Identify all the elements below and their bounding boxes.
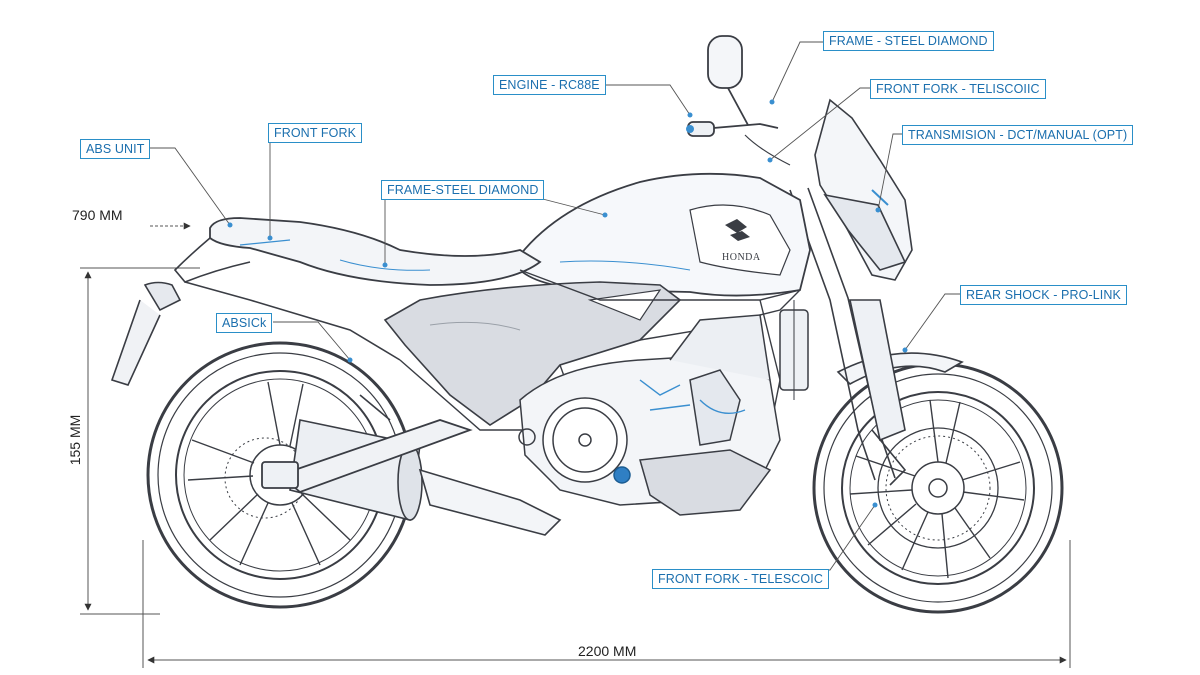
leader-lines — [145, 41, 960, 571]
callout-frame-steel-diamond-mid: FRAME-STEEL DIAMOND — [381, 180, 545, 200]
dimension-lines — [80, 222, 1071, 668]
fuel-tank — [519, 172, 811, 297]
ground-clearance-dimension: 155 MM — [67, 414, 83, 466]
engine — [518, 314, 781, 516]
seat — [209, 217, 542, 286]
tail-section — [110, 237, 401, 386]
overall-length-dimension: 2200 MM — [578, 643, 637, 659]
handlebar-mirror — [686, 35, 791, 166]
seat-height-dimension: 790 MM — [72, 207, 123, 223]
callout-abs-unit: ABS UNIT — [80, 139, 151, 159]
front-cowl — [814, 98, 913, 281]
callout-front-fork-telescoic-top: FRONT FORK - TELISCOIIC — [870, 79, 1046, 99]
rear-shock — [779, 300, 809, 400]
callout-front-fork-telescoic-bottom: FRONT FORK - TELESCOIC — [652, 569, 829, 589]
callout-engine: ENGINE - RC88E — [493, 75, 606, 95]
callout-front-fork: FRONT FORK — [268, 123, 363, 143]
callout-absick: ABSICk — [216, 313, 273, 333]
tank-badge: HONDA — [722, 252, 761, 263]
callout-transmission: TRANSMISION - DCT/MANUAL (OPT) — [902, 125, 1134, 145]
front-fork — [789, 187, 964, 486]
callout-rear-shock: REAR SHOCK - PRO-LINK — [960, 285, 1127, 305]
callout-frame-steel-diamond-top: FRAME - STEEL DIAMOND — [823, 31, 994, 51]
swingarm — [261, 419, 473, 494]
